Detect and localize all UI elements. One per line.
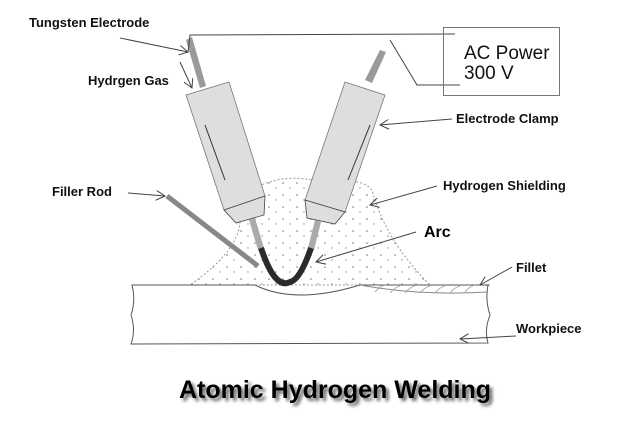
label-fillet: Fillet [516, 260, 547, 275]
arc [258, 247, 314, 287]
power-label: AC Power [464, 43, 550, 64]
diagram-title: Atomic Hydrogen Welding [178, 376, 492, 404]
label-filler-rod: Filler Rod [52, 184, 112, 199]
label-tungsten-electrode: Tungsten Electrode [29, 15, 150, 30]
label-workpiece: Workpiece [516, 321, 582, 336]
workpiece-block [130, 284, 491, 345]
label-hydrogen-shielding: Hydrogen Shielding [443, 178, 566, 193]
filler-rod [165, 194, 260, 268]
right-electrode-assembly [304, 50, 386, 250]
label-electrode-clamp: Electrode Clamp [456, 111, 559, 126]
left-electrode-assembly [185, 37, 266, 250]
ac-power-box: AC Power 300 V [443, 27, 560, 96]
power-voltage: 300 V [464, 63, 514, 84]
weld-bead [359, 284, 489, 294]
label-arc: Arc [424, 224, 451, 241]
label-hydrogen-gas: Hydrgen Gas [88, 73, 169, 88]
